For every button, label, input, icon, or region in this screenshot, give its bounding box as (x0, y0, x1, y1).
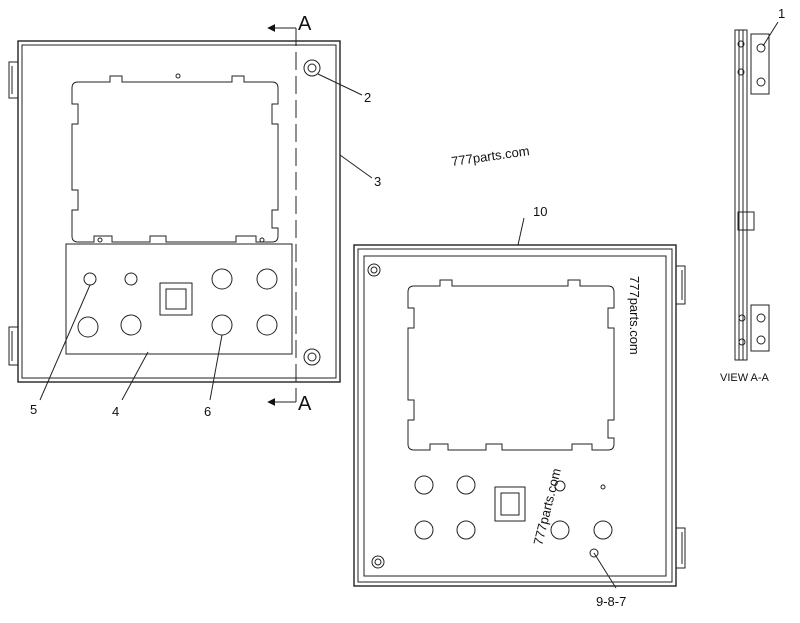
display-cutout (71, 75, 279, 243)
rear-panel-hinge-top (675, 265, 686, 305)
plate-hole (120, 314, 142, 336)
watermark-top: 777parts.com (450, 143, 530, 169)
corner-bolt-top-left (367, 263, 381, 277)
section-label-top: A (298, 13, 312, 35)
latch-bottom (303, 348, 321, 366)
callout-9-8-7: 9-8-7 (596, 594, 626, 609)
callout-2: 2 (364, 90, 371, 105)
rear-leaders (517, 217, 617, 589)
rear-panel-hinge-bottom (675, 527, 686, 569)
callout-4: 4 (112, 404, 119, 419)
plate-hole-small (83, 272, 97, 286)
rear-display-frame (407, 279, 615, 451)
watermark-rotated: 777parts.com (530, 467, 564, 547)
callout-6: 6 (204, 404, 211, 419)
plate-square-button (159, 282, 193, 316)
callout-10: 10 (533, 204, 547, 219)
watermark-vertical: 777parts.com (627, 276, 642, 355)
front-panel-view (8, 24, 341, 406)
front-panel-hinge-bottom (8, 326, 19, 366)
front-leaders (39, 73, 373, 401)
section-clip-top (750, 33, 770, 95)
button-plate (65, 243, 293, 355)
callout-5: 5 (30, 402, 37, 417)
plate-hole-small (124, 272, 138, 286)
leader-1 (762, 21, 779, 47)
plate-hole (211, 314, 233, 336)
rear-panel-outer (353, 244, 677, 587)
rear-panel-inner (357, 248, 673, 583)
section-bracket (737, 211, 755, 231)
section-label-bottom: A (298, 393, 312, 415)
rear-panel-view (353, 244, 686, 587)
section-clip-bottom (750, 304, 770, 352)
front-panel-outer (17, 40, 341, 383)
plate-hole (211, 268, 233, 290)
corner-bolt-bottom-left (371, 555, 385, 569)
front-panel-inner (21, 44, 337, 379)
front-panel-hinge-top (8, 61, 19, 99)
latch-top (303, 59, 321, 77)
plate-hole (77, 316, 99, 338)
section-view-a-a (734, 29, 770, 361)
view-a-a-label: VIEW A-A (720, 372, 770, 384)
callout-3: 3 (374, 174, 381, 189)
plate-hole (256, 268, 278, 290)
rear-small-fastener (589, 548, 599, 558)
plate-hole (256, 314, 278, 336)
rear-square-button (494, 486, 526, 522)
callout-1: 1 (778, 6, 785, 21)
